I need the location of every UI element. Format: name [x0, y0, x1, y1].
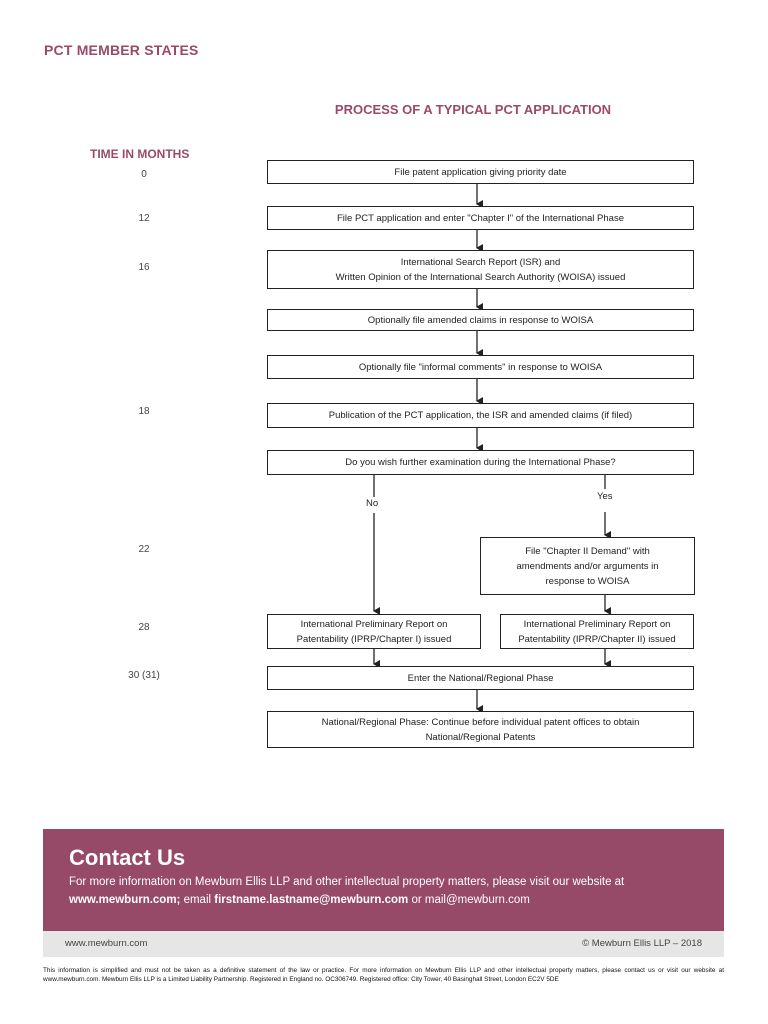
- step-iprp-chapter-ii: International Preliminary Report on Pate…: [500, 614, 694, 649]
- step-national-regional-phase: National/Regional Phase: Continue before…: [267, 711, 694, 748]
- footer-copyright: © Mewburn Ellis LLP – 2018: [582, 938, 702, 949]
- step-label: File patent application giving priority …: [394, 166, 567, 178]
- time-tick-16: 16: [138, 262, 150, 273]
- step-label: Publication of the PCT application, the …: [328, 410, 633, 421]
- step-label-line: International Search Report (ISR) and: [400, 256, 561, 268]
- time-tick-30: 30 (31): [128, 670, 160, 681]
- email-link[interactable]: firstname.lastname@mewburn.com: [214, 894, 409, 906]
- diagram-title: PROCESS OF A TYPICAL PCT APPLICATION: [334, 102, 612, 117]
- footer-website[interactable]: www.mewburn.com: [65, 938, 148, 949]
- contact-title: Contact Us: [69, 845, 186, 870]
- contact-panel: Contact Us For more information on Mewbu…: [43, 829, 724, 931]
- page-heading: PCT MEMBER STATES: [44, 42, 199, 58]
- step-label: File PCT application and enter "Chapter …: [337, 212, 624, 224]
- step-label: Enter the National/Regional Phase: [407, 672, 554, 684]
- step-label-line: amendments and/or arguments in: [516, 560, 659, 572]
- step-label: Optionally file "informal comments" in r…: [358, 361, 603, 373]
- step-file-priority-application: File patent application giving priority …: [267, 160, 694, 184]
- time-axis-heading: TIME IN MONTHS: [90, 147, 190, 161]
- step-isr-woisa-issued: International Search Report (ISR) and Wr…: [267, 250, 694, 289]
- legal-disclaimer: This information is simplified and must …: [43, 967, 724, 983]
- step-label: Optionally file amended claims in respon…: [367, 314, 594, 326]
- mail-address: or mail@mewburn.com: [408, 894, 530, 906]
- step-label-line: Patentability (IPRP/Chapter I) issued: [296, 633, 452, 645]
- step-chapter-ii-demand: File "Chapter II Demand" with amendments…: [480, 537, 695, 595]
- step-file-amended-claims: Optionally file amended claims in respon…: [267, 309, 694, 331]
- step-label-line: Written Opinion of the International Sea…: [335, 271, 626, 283]
- time-tick-18: 18: [138, 406, 150, 417]
- step-informal-comments: Optionally file "informal comments" in r…: [267, 355, 694, 379]
- step-label-line: National/Regional Phase: Continue before…: [321, 716, 640, 728]
- step-label-line: International Preliminary Report on: [523, 618, 671, 630]
- time-tick-12: 12: [138, 213, 150, 224]
- decision-further-examination: Do you wish further examination during t…: [267, 450, 694, 475]
- time-tick-28: 28: [138, 622, 150, 633]
- step-label-line: International Preliminary Report on: [300, 618, 448, 630]
- time-tick-22: 22: [138, 544, 150, 555]
- branch-label-no: No: [366, 498, 379, 509]
- step-label-line: response to WOISA: [545, 575, 630, 587]
- step-label-line: National/Regional Patents: [425, 731, 536, 743]
- step-file-pct-application: File PCT application and enter "Chapter …: [267, 206, 694, 230]
- contact-intro-text: For more information on Mewburn Ellis LL…: [69, 876, 625, 888]
- email-label: email: [180, 894, 215, 906]
- footer-bar: www.mewburn.com © Mewburn Ellis LLP – 20…: [43, 931, 724, 957]
- step-label: Do you wish further examination during t…: [345, 457, 616, 468]
- step-iprp-chapter-i: International Preliminary Report on Pate…: [267, 614, 481, 649]
- time-tick-0: 0: [141, 169, 147, 180]
- step-publication: Publication of the PCT application, the …: [267, 403, 694, 428]
- website-link[interactable]: www.mewburn.com;: [69, 894, 181, 906]
- step-label-line: File "Chapter II Demand" with: [525, 545, 650, 557]
- step-enter-national-phase: Enter the National/Regional Phase: [267, 666, 694, 690]
- step-label-line: Patentability (IPRP/Chapter II) issued: [518, 633, 676, 645]
- contact-details: www.mewburn.com; email firstname.lastnam…: [69, 894, 530, 906]
- branch-label-yes: Yes: [597, 491, 613, 502]
